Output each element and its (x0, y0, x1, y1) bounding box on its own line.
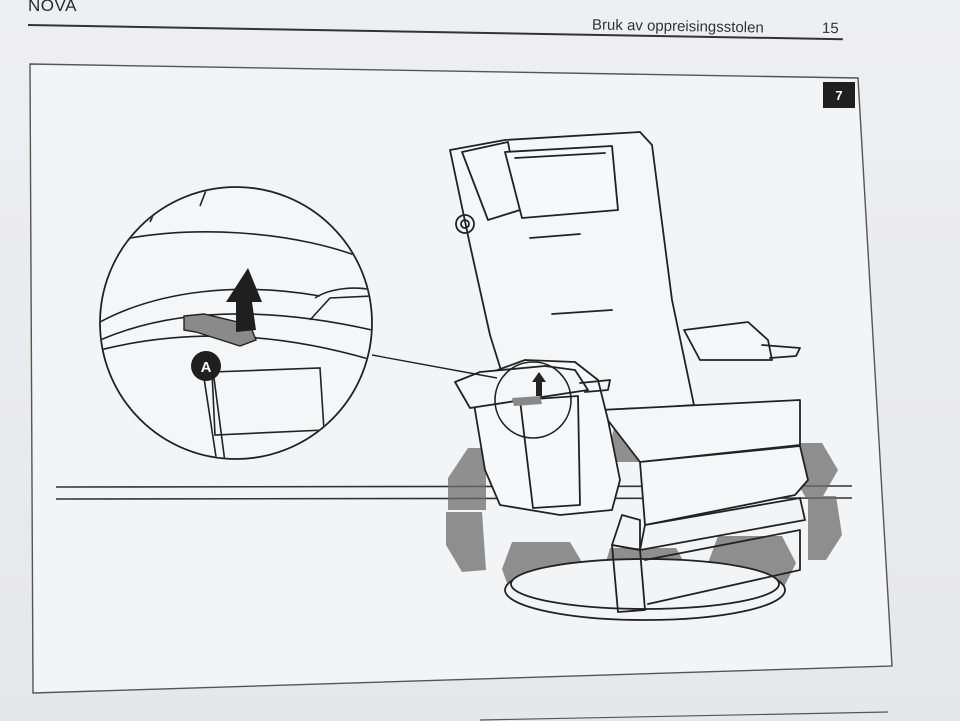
up-arrow-icon (226, 268, 262, 332)
callout-target-circle (494, 361, 572, 439)
leader-line (371, 354, 498, 379)
recliner-chair-illustration (449, 131, 809, 621)
lever-icon (183, 313, 257, 347)
callout-label-a (191, 351, 221, 381)
magnifier-callout: A (99, 186, 373, 460)
callout-label-text: A (201, 359, 212, 376)
next-figure-edge (479, 711, 889, 721)
small-up-arrow-icon (512, 372, 546, 406)
brand-name: NOVA (28, 0, 77, 15)
step-badge (823, 82, 855, 108)
step-number: 7 (835, 88, 842, 103)
